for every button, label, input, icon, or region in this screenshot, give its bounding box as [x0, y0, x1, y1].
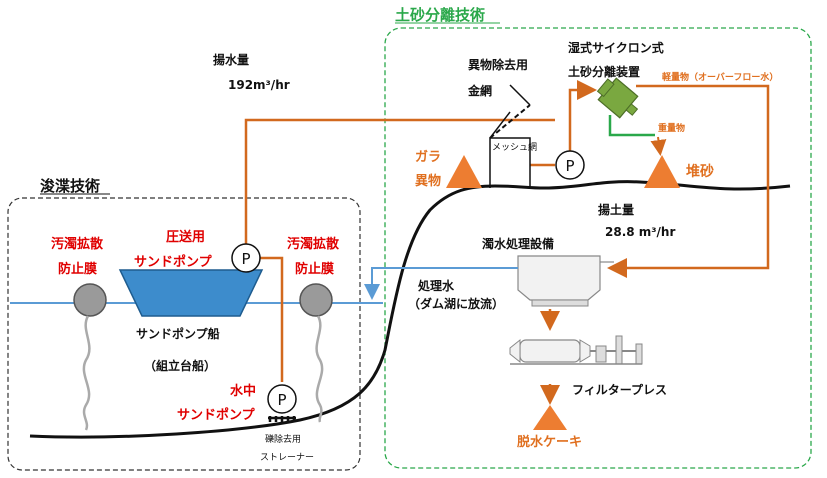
screen-frame [509, 84, 531, 106]
underwater-pump-label-2: サンドポンプ [177, 407, 256, 423]
silt-fence-right-label-2: 防止膜 [295, 261, 334, 277]
ground-line [29, 180, 791, 439]
separation-title: 土砂分離技術 [395, 6, 485, 24]
svg-text:P: P [241, 250, 250, 268]
turbid-facility-label: 濁水処理設備 [482, 236, 554, 251]
silt-fence-left-label-2: 防止膜 [58, 261, 97, 277]
pipe-to-cyclone [568, 80, 597, 152]
silt-fence-left-label-1: 汚濁拡散 [51, 236, 104, 252]
strainer-label-1: 礫除去用 [265, 433, 301, 445]
dredging-section-box [7, 197, 361, 471]
dewatered-cake-label: 脱水ケーキ [517, 434, 582, 450]
underwater-pump-pipe [260, 256, 284, 382]
soil-volume-title: 揚土量 [598, 202, 634, 217]
cyclone-label-2: 土砂分離装置 [568, 64, 640, 79]
underwater-pump: P [267, 384, 297, 414]
strainer [268, 416, 296, 422]
cake-pile [533, 405, 567, 430]
filter-press-label: フィルタープレス [572, 382, 667, 397]
screen-mesh-dashed [489, 104, 531, 139]
treated-water-line [364, 267, 518, 300]
heavy-material-arrow [608, 115, 655, 137]
screen-mesh-solid [489, 111, 511, 139]
heavy-material-label: 重量物 [658, 122, 685, 134]
foreign-removal-label-1: 異物除去用 [468, 57, 528, 72]
separator-pump: P [555, 150, 585, 180]
filter-press [509, 335, 643, 365]
sand-pump-ship [118, 269, 264, 317]
cyclone-label-1: 湿式サイクロン式 [568, 40, 664, 55]
light-material-label: 軽量物（オーバーフロー水） [662, 71, 778, 83]
soil-volume-value: 28.8 m³/hr [605, 225, 675, 239]
underwater-pump-label-1: 水中 [230, 383, 256, 399]
treated-water-label-1: 処理水 [417, 278, 455, 293]
dredging-title: 浚渫技術 [40, 177, 100, 195]
pump-ship-label-1: サンドポンプ船 [136, 326, 220, 341]
ibutsu-label: 異物 [415, 173, 441, 189]
pump-ship-label-2: （組立台船） [144, 358, 216, 373]
svg-text:P: P [277, 391, 286, 409]
svg-text:P: P [565, 157, 574, 175]
strainer-label-2: ストレーナー [260, 452, 314, 463]
sediment-pile [644, 155, 680, 188]
heavy-material-arrow-down [650, 136, 667, 156]
mesh-label: メッシュ網 [492, 141, 537, 153]
turbid-water-tank [517, 255, 614, 307]
pressure-pump-label-2: サンドポンプ [134, 254, 213, 270]
silt-fence-buoy-left [73, 283, 107, 317]
pump-volume-value: 192m³/hr [228, 78, 290, 92]
pump-volume-title: 揚水量 [213, 52, 249, 67]
silt-fence-curtain-left [82, 315, 91, 431]
treated-water-label-2: （ダム湖に放流） [408, 296, 504, 311]
foreign-removal-label-2: 金網 [467, 83, 492, 98]
sediment-label: 堆砂 [686, 163, 714, 180]
silt-fence-curtain-right [315, 315, 324, 423]
screen-box [489, 137, 531, 188]
separation-section-box [384, 27, 812, 469]
wet-cyclone-separator [596, 77, 639, 119]
silt-fence-buoy-right [299, 283, 333, 317]
pressure-pump: P [231, 243, 261, 273]
pressure-pump-label-1: 圧送用 [166, 229, 205, 245]
overflow-pipe [607, 84, 770, 278]
main-transfer-pipe [244, 118, 555, 244]
gara-label: ガラ [415, 150, 441, 165]
silt-fence-right-label-1: 汚濁拡散 [287, 236, 340, 252]
debris-pile [446, 155, 482, 188]
